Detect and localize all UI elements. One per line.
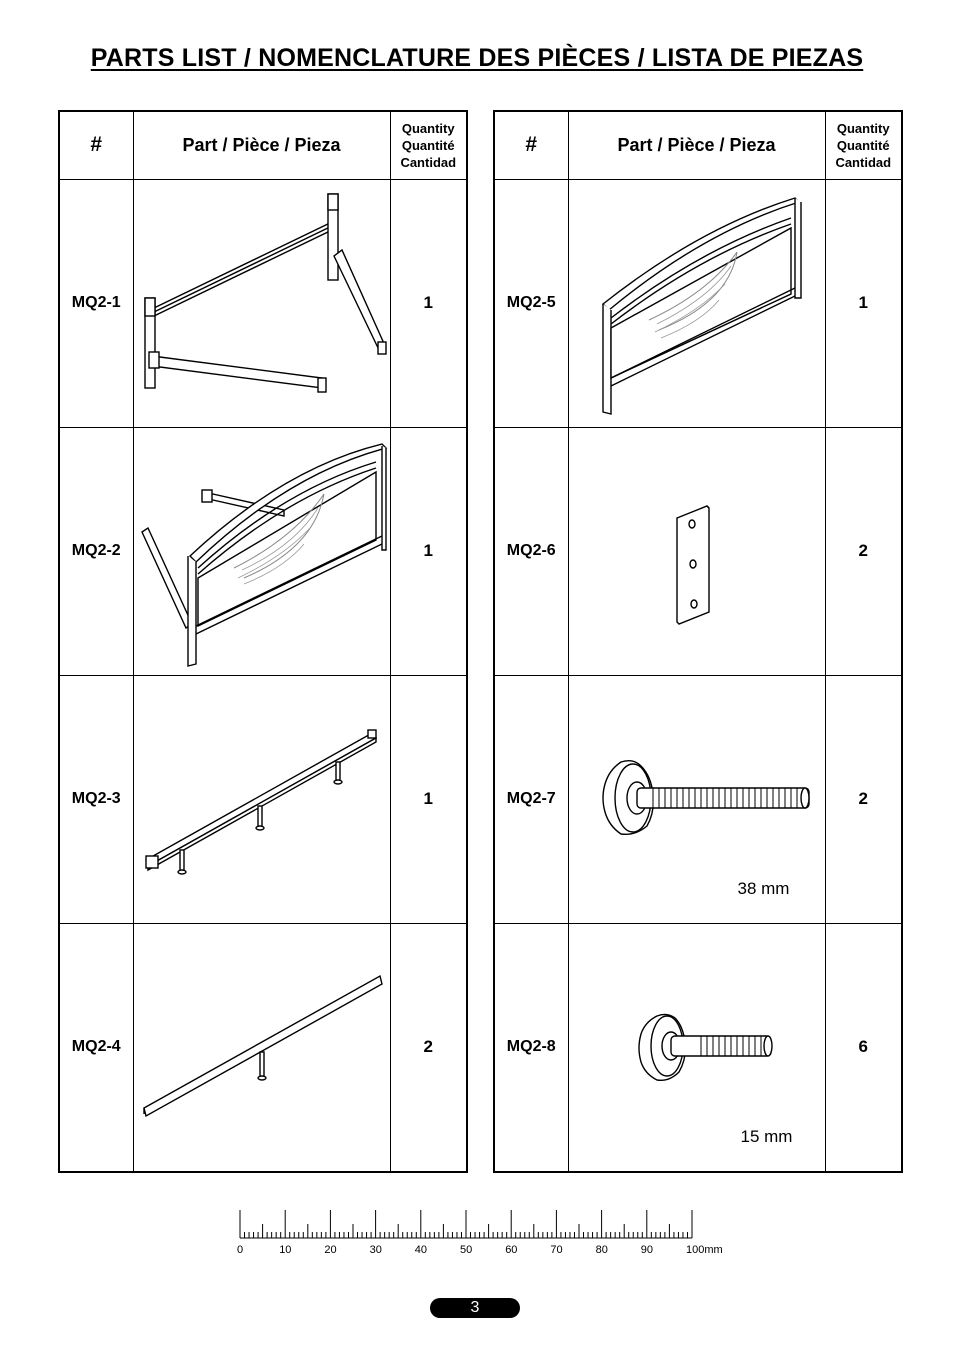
- table-row: MQ2-7: [493, 674, 903, 924]
- part-illustration-cell: 38 mm: [567, 674, 826, 924]
- part-quantity: 6: [824, 922, 903, 1172]
- footboard-illustration: [601, 196, 802, 415]
- part-code: MQ2-4: [58, 922, 134, 1172]
- part-quantity: 2: [824, 426, 903, 676]
- ruler-label: 50: [460, 1244, 472, 1256]
- quantity-column-header: Quantity Quantité Cantidad: [824, 110, 903, 180]
- part-illustration-cell: 15 mm: [567, 922, 826, 1172]
- part-illustration-cell: [132, 674, 391, 924]
- screw-length-label: 15 mm: [740, 1126, 793, 1146]
- part-code: MQ2-1: [58, 178, 134, 428]
- table-row: MQ2-4 2: [58, 922, 468, 1172]
- part-column-header: Part / Pièce / Pieza: [132, 110, 391, 180]
- part-quantity: 1: [389, 178, 468, 428]
- number-column-header: #: [58, 110, 134, 180]
- ruler-label: 80: [596, 1244, 608, 1256]
- ruler-label: 60: [505, 1244, 517, 1256]
- part-illustration-cell: [567, 426, 826, 676]
- part-code: MQ2-7: [493, 674, 569, 924]
- part-quantity: 2: [824, 674, 903, 924]
- center-rail-with-legs-illustration: [144, 728, 377, 875]
- ruler-label: 100mm: [686, 1244, 723, 1256]
- connecting-plate-illustration: [675, 504, 710, 625]
- thread-lines: [700, 1035, 761, 1056]
- part-code: MQ2-2: [58, 426, 134, 676]
- part-quantity: 1: [389, 674, 468, 924]
- table-row: MQ2-1 1: [58, 178, 468, 428]
- ruler-label: 70: [550, 1244, 562, 1256]
- quantity-header-fr: Quantité: [401, 137, 455, 153]
- headboard-with-rail-illustration: [140, 442, 387, 667]
- ruler-label: 90: [641, 1244, 653, 1256]
- table-row: MQ2-8 15 mm 6: [493, 922, 903, 1172]
- quantity-header-es: Cantidad: [400, 154, 457, 170]
- quantity-header-en: Quantity: [401, 120, 455, 136]
- part-illustration-cell: [132, 922, 391, 1172]
- parts-table-right: # Part / Pièce / Pieza Quantity Quantité…: [493, 110, 903, 1173]
- ruler-label: 0: [237, 1244, 243, 1256]
- quantity-header-es: Cantidad: [835, 154, 892, 170]
- part-code: MQ2-8: [493, 922, 569, 1172]
- part-quantity: 2: [389, 922, 468, 1172]
- thread-lines: [652, 787, 797, 808]
- thumb-screw-long-illustration: [601, 759, 810, 835]
- ruler-label: 40: [415, 1244, 427, 1256]
- quantity-column-header: Quantity Quantité Cantidad: [389, 110, 468, 180]
- bed-side-frame-illustration: [143, 192, 387, 393]
- table-header-row: # Part / Pièce / Pieza Quantity Quantité…: [493, 110, 903, 180]
- quantity-header-fr: Quantité: [836, 137, 890, 153]
- thumb-screw-short-illustration: [637, 1013, 773, 1081]
- part-illustration-cell: [567, 178, 826, 428]
- quantity-header-en: Quantity: [836, 120, 890, 136]
- part-illustration-cell: [132, 178, 391, 428]
- part-quantity: 1: [389, 426, 468, 676]
- parts-table-left: # Part / Pièce / Pieza Quantity Quantité…: [58, 110, 468, 1173]
- page-title: PARTS LIST / NOMENCLATURE DES PIÈCES / L…: [90, 44, 864, 72]
- table-row: MQ2-3 1: [58, 674, 468, 924]
- part-quantity: 1: [824, 178, 903, 428]
- ruler-label: 10: [279, 1244, 291, 1256]
- number-column-header: #: [493, 110, 569, 180]
- table-row: MQ2-6 2: [493, 426, 903, 676]
- table-header-row: # Part / Pièce / Pieza Quantity Quantité…: [58, 110, 468, 180]
- ruler-label: 20: [324, 1244, 336, 1256]
- part-column-header: Part / Pièce / Pieza: [567, 110, 826, 180]
- part-code: MQ2-3: [58, 674, 134, 924]
- screw-length-label: 38 mm: [737, 878, 790, 898]
- table-row: MQ2-2: [58, 426, 468, 676]
- slat-with-leg-illustration: [142, 974, 383, 1117]
- part-code: MQ2-5: [493, 178, 569, 428]
- measurement-ruler: 0 10 20 30 40 50 60 70 80 90 100mm: [237, 1210, 723, 1256]
- table-row: MQ2-5: [493, 178, 903, 428]
- page-number-badge: 3: [430, 1298, 520, 1318]
- ruler-label: 30: [370, 1244, 382, 1256]
- part-code: MQ2-6: [493, 426, 569, 676]
- part-illustration-cell: [132, 426, 391, 676]
